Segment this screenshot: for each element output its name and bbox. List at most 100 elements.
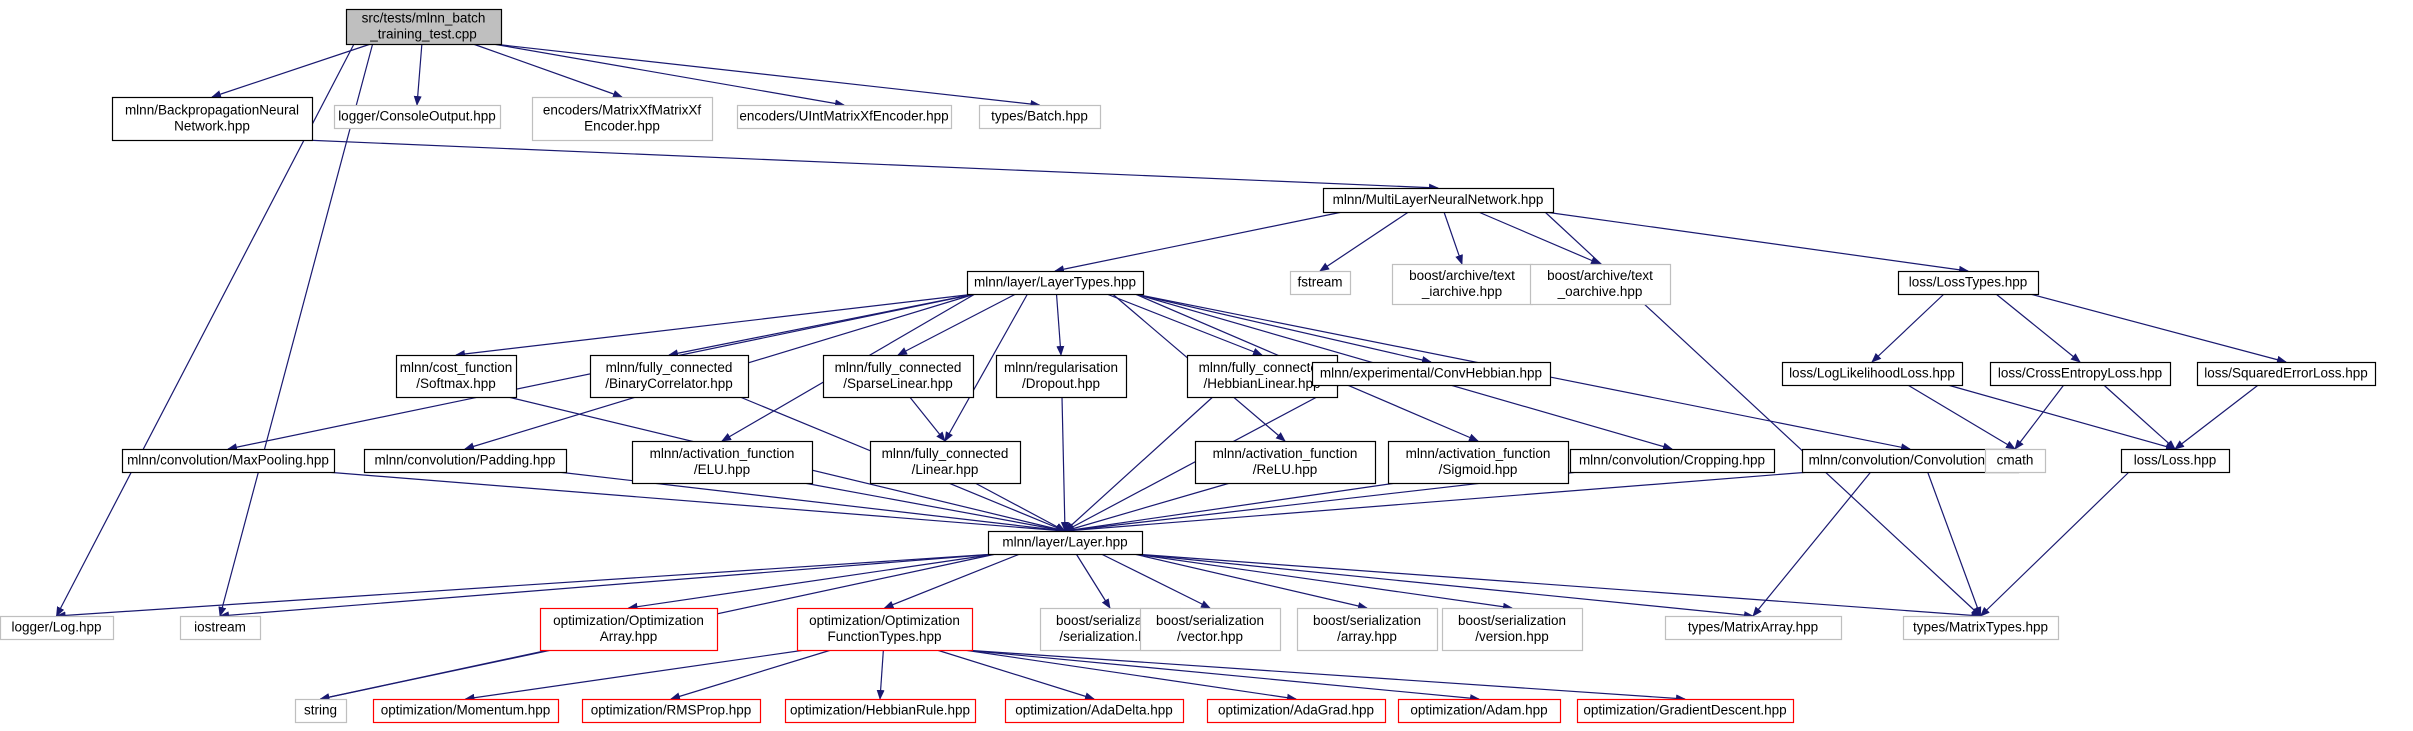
edge-root-to-bpnn: [211, 43, 371, 98]
node-rmsprop[interactable]: optimization/RMSProp.hpp: [581, 698, 762, 724]
node-hebbrule[interactable]: optimization/HebbianRule.hpp: [784, 698, 977, 724]
node-adagrad[interactable]: optimization/AdaGrad.hpp: [1206, 698, 1387, 724]
node-box-losstypes: [1897, 270, 2040, 296]
node-crossent[interactable]: loss/CrossEntropyLoss.hpp: [1989, 361, 2172, 387]
node-cmath: cmath: [1984, 448, 2047, 474]
edge-optfunc-to-graddesc: [963, 649, 1686, 703]
node-layertypes[interactable]: mlnn/layer/LayerTypes.hpp: [966, 270, 1145, 296]
node-mlnet[interactable]: mlnn/MultiLayerNeuralNetwork.hpp: [1322, 187, 1555, 214]
node-label: types/MatrixTypes.hpp: [1913, 620, 2048, 635]
node-optfunc[interactable]: optimization/OptimizationFunctionTypes.h…: [796, 607, 974, 652]
node-label: mlnn/activation_function: [1406, 446, 1551, 461]
node-label: /vector.hpp: [1177, 629, 1243, 644]
node-bserial: boost/serialization/serialization.hpp: [1039, 607, 1182, 652]
node-label: Encoder.hpp: [584, 119, 660, 134]
node-barray: boost/serialization/array.hpp: [1296, 607, 1439, 652]
node-label: optimization/AdaGrad.hpp: [1218, 703, 1374, 718]
edge-mlnet-to-toarchive: [1478, 211, 1601, 265]
edge-hebblin-to-layer: [1064, 396, 1214, 532]
node-momentum[interactable]: optimization/Momentum.hpp: [372, 698, 560, 724]
node-loss[interactable]: loss/Loss.hpp: [2120, 448, 2231, 474]
node-label: Array.hpp: [600, 629, 658, 644]
node-label: mlnn/fully_connected: [1199, 360, 1326, 375]
node-root[interactable]: src/tests/mlnn_batch_training_test.cpp: [345, 8, 503, 46]
node-box-layertypes: [966, 270, 1145, 296]
node-label: mlnn/layer/LayerTypes.hpp: [974, 275, 1136, 290]
node-loglik[interactable]: loss/LogLikelihoodLoss.hpp: [1781, 361, 1964, 387]
node-softmax[interactable]: mlnn/cost_function/Softmax.hpp: [395, 354, 518, 399]
node-sqerr[interactable]: loss/SquaredErrorLoss.hpp: [2196, 361, 2377, 387]
node-label: mlnn/fully_connected: [882, 446, 1009, 461]
node-box-dropout: [995, 354, 1128, 399]
node-fstream: fstream: [1289, 270, 1352, 296]
node-label: logger/ConsoleOutput.hpp: [338, 109, 496, 124]
node-label: src/tests/mlnn_batch: [362, 11, 486, 26]
node-box-adagrad: [1206, 698, 1387, 724]
node-elu[interactable]: mlnn/activation_function/ELU.hpp: [631, 440, 814, 485]
edge-dropout-to-layer: [1060, 396, 1069, 532]
edge-optfunc-to-rmsprop: [670, 649, 832, 701]
node-box-bpnn: [111, 96, 314, 142]
edge-layertypes-to-linear: [944, 293, 1029, 442]
edge-layer-to-optfunc: [883, 553, 1021, 609]
node-dropout[interactable]: mlnn/regularisation/Dropout.hpp: [995, 354, 1128, 399]
node-mattypes: types/MatrixTypes.hpp: [1902, 615, 2060, 641]
edge-root-to-uintenc: [492, 43, 845, 108]
edge-sqerr-to-loss: [2174, 384, 2259, 450]
node-relu[interactable]: mlnn/activation_function/ReLU.hpp: [1194, 440, 1377, 485]
edge-mlnet-to-losstypes: [1544, 211, 1969, 274]
node-graddesc[interactable]: optimization/GradientDescent.hpp: [1576, 698, 1795, 724]
node-sparse[interactable]: mlnn/fully_connected/SparseLinear.hpp: [822, 354, 975, 399]
edge-layer-to-iostream: [219, 553, 997, 620]
node-sigmoid[interactable]: mlnn/activation_function/Sigmoid.hpp: [1387, 440, 1570, 485]
node-batch: types/Batch.hpp: [978, 104, 1102, 130]
node-padding[interactable]: mlnn/convolution/Padding.hpp: [363, 448, 568, 474]
node-box-adadelta: [1004, 698, 1185, 724]
edge-sigmoid-to-layer: [1064, 482, 1397, 534]
node-label: loss/LogLikelihoodLoss.hpp: [1789, 366, 1955, 381]
node-linear[interactable]: mlnn/fully_connected/Linear.hpp: [869, 440, 1022, 485]
edge-optfunc-to-adam: [963, 649, 1480, 703]
node-label: /Softmax.hpp: [416, 376, 496, 391]
edge-layer-to-log: [55, 553, 997, 620]
node-label: mlnn/activation_function: [650, 446, 795, 461]
node-adam[interactable]: optimization/Adam.hpp: [1397, 698, 1562, 724]
node-bincorr[interactable]: mlnn/fully_connected/BinaryCorrelator.hp…: [589, 354, 750, 399]
node-maxpool[interactable]: mlnn/convolution/MaxPooling.hpp: [121, 448, 336, 474]
node-box-console: [333, 104, 502, 130]
edge-layer-to-mattypes: [1133, 553, 1982, 620]
node-label: optimization/Momentum.hpp: [381, 703, 551, 718]
node-box-log: [0, 615, 115, 641]
node-box-bincorr: [589, 354, 750, 399]
node-label: _iarchive.hpp: [1421, 284, 1502, 299]
node-adadelta[interactable]: optimization/AdaDelta.hpp: [1004, 698, 1185, 724]
edge-crossent-to-cmath: [2014, 384, 2065, 450]
node-bversion: boost/serialization/version.hpp: [1441, 607, 1584, 652]
edge-losstypes-to-crossent: [1995, 293, 2081, 363]
node-label: optimization/AdaDelta.hpp: [1015, 703, 1173, 718]
node-hebblin[interactable]: mlnn/fully_connected/HebbianLinear.hpp: [1186, 354, 1339, 399]
node-label: mlnn/regularisation: [1004, 360, 1118, 375]
node-box-barray: [1296, 607, 1439, 652]
node-cropping[interactable]: mlnn/convolution/Cropping.hpp: [1569, 448, 1776, 474]
edge-layertypes-to-hebblin: [1106, 293, 1263, 356]
node-label: mlnn/convolution/Padding.hpp: [375, 453, 556, 468]
node-box-bversion: [1441, 607, 1584, 652]
node-convhebb[interactable]: mlnn/experimental/ConvHebbian.hpp: [1311, 361, 1552, 387]
node-label: loss/SquaredErrorLoss.hpp: [2204, 366, 2368, 381]
node-losstypes[interactable]: loss/LossTypes.hpp: [1897, 270, 2040, 296]
node-convolution[interactable]: mlnn/convolution/Convolution.hpp: [1801, 448, 2020, 474]
node-label: Network.hpp: [174, 119, 250, 134]
edge-optfunc-to-adadelta: [936, 649, 1095, 701]
node-label: /Dropout.hpp: [1022, 376, 1100, 391]
edge-convolution-to-matarray: [1752, 471, 1872, 617]
node-layer[interactable]: mlnn/layer/Layer.hpp: [987, 530, 1144, 556]
node-log: logger/Log.hpp: [0, 615, 115, 641]
edge-root-to-iostream: [218, 43, 374, 617]
node-label: _training_test.cpp: [369, 27, 477, 42]
edge-layer-to-optarray: [627, 553, 997, 611]
node-label: _oarchive.hpp: [1557, 284, 1643, 299]
